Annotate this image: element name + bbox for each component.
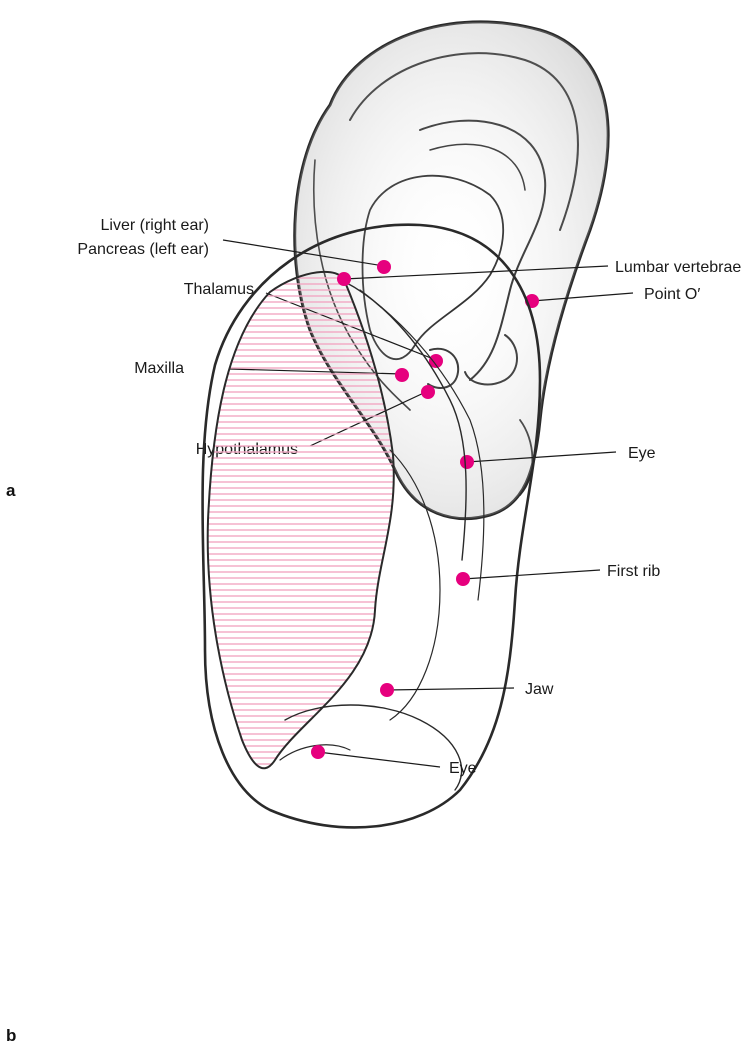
- point-lumbar: [337, 272, 351, 286]
- panel-label-a: a: [6, 481, 16, 500]
- label-first-rib: First rib: [607, 563, 660, 580]
- hatched-region: [208, 272, 394, 768]
- label-point-o: Point O′: [644, 286, 700, 303]
- label-lumbar: Lumbar vertebrae: [615, 259, 741, 276]
- panel-label-b: b: [6, 1026, 16, 1045]
- label-pancreas: Pancreas (left ear): [77, 241, 209, 258]
- point-first-rib: [456, 572, 470, 586]
- point-jaw: [380, 683, 394, 697]
- point-hypothalamus: [421, 385, 435, 399]
- point-liver-pancreas: [377, 260, 391, 274]
- label-thalamus: Thalamus: [184, 281, 254, 298]
- point-eye-a: [460, 455, 474, 469]
- label-liver: Liver (right ear): [101, 217, 209, 234]
- label-jaw: Jaw: [525, 681, 554, 698]
- label-eye-a: Eye: [628, 445, 656, 462]
- point-eye-b: [311, 745, 325, 759]
- label-maxilla: Maxilla: [134, 360, 184, 377]
- point-maxilla: [395, 368, 409, 382]
- label-eye-b: Eye: [449, 760, 477, 777]
